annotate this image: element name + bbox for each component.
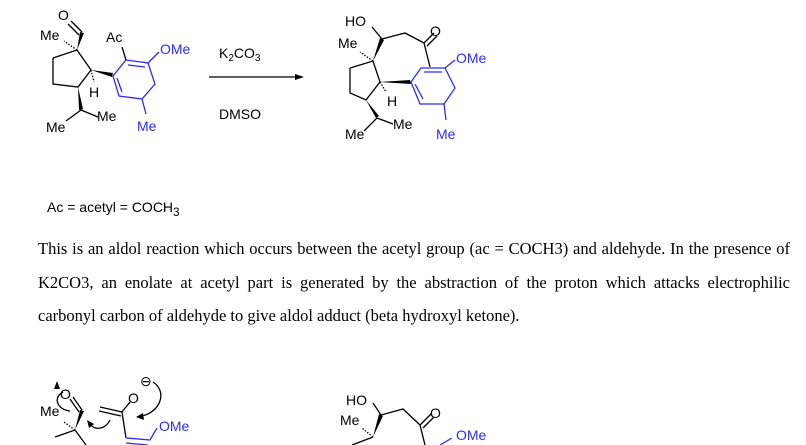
ho-label: HO [346, 392, 367, 408]
enolate-o-label: O [128, 390, 139, 406]
aldehyde-o-label: O [60, 386, 71, 402]
h-label: H [89, 84, 99, 100]
me-label: Me [46, 119, 66, 135]
mechanism-aldol-adduct-structure: HO Me O OMe [340, 392, 487, 445]
abbrev-subscript: 3 [173, 205, 180, 219]
h-label: H [387, 93, 397, 109]
ketone-o-label: O [430, 405, 441, 421]
ome-label: OMe [160, 41, 191, 57]
explanation-paragraph: This is an aldol reaction which occurs b… [38, 239, 790, 325]
me-label: Me [338, 35, 358, 51]
ketone-o-label: O [430, 23, 441, 39]
acetyl-label: Ac [106, 29, 122, 45]
me-aryl-label: Me [436, 126, 456, 142]
abbreviation-note: Ac = acetyl = COCH3 [47, 199, 180, 219]
abbrev-text: Ac = acetyl = COCH [47, 199, 174, 215]
negative-charge-icon: ⊖ [140, 373, 152, 389]
ome-label: OMe [456, 50, 487, 66]
ho-label: HO [345, 13, 366, 29]
me-label: Me [97, 108, 117, 124]
ome-label: OMe [159, 418, 190, 434]
me-label: Me [340, 412, 360, 428]
me-label: Me [40, 27, 60, 43]
me-aryl-label: Me [137, 118, 157, 134]
me-label: Me [345, 126, 365, 142]
me-label: Me [393, 116, 413, 132]
me-label: Me [40, 403, 60, 419]
reaction-arrow [209, 74, 304, 80]
reagent-label: K2CO3 [219, 45, 261, 64]
product-structure: HO O Me OMe H Me Me Me [338, 13, 487, 142]
solvent-label: DMSO [219, 106, 261, 122]
mechanism-enolate-structure: O Me O ⊖ OMe [40, 373, 190, 445]
aldehyde-o-label: O [58, 7, 69, 23]
reactant-structure: O Me Ac OMe H Me Me Me [40, 7, 191, 135]
ome-label: OMe [456, 427, 487, 443]
